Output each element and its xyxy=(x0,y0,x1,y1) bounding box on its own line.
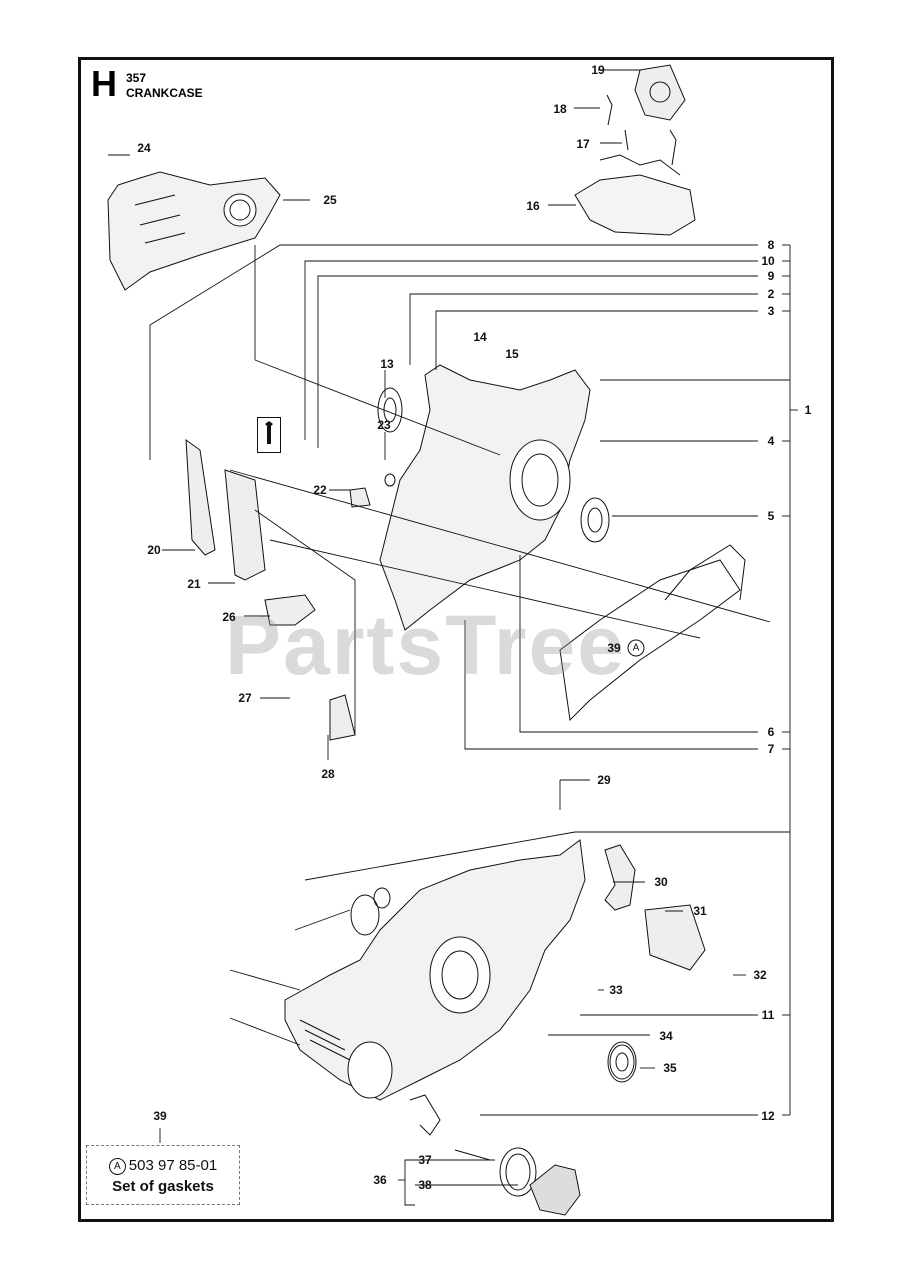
callout-38: 38 xyxy=(418,1178,432,1192)
callout-3: 3 xyxy=(767,304,775,318)
callout-5: 5 xyxy=(767,509,775,523)
callout-22: 22 xyxy=(313,483,327,497)
callout-23: 23 xyxy=(377,418,391,432)
callout-8: 8 xyxy=(767,238,775,252)
callout-10: 10 xyxy=(761,254,775,268)
callout-20: 20 xyxy=(147,543,161,557)
callout-15: 15 xyxy=(505,347,519,361)
callout-30: 30 xyxy=(654,875,668,889)
kit-marker-badge: A xyxy=(627,639,645,657)
callout-28: 28 xyxy=(321,767,335,781)
section-title: CRANKCASE xyxy=(126,86,203,100)
callout-9: 9 xyxy=(767,269,775,283)
part-oil-cap-sketch xyxy=(409,1094,581,1216)
callout-18: 18 xyxy=(553,102,567,116)
callout-14: 14 xyxy=(473,330,487,344)
gasket-kit-part-number: 503 97 85-01 xyxy=(128,1157,218,1174)
callout-7: 7 xyxy=(767,742,775,756)
callout-36: 36 xyxy=(373,1173,387,1187)
callout-27: 27 xyxy=(238,691,252,705)
callout-21: 21 xyxy=(187,577,201,591)
callout-24: 24 xyxy=(137,141,151,155)
callout-4: 4 xyxy=(767,434,775,448)
part-small-components-sketch xyxy=(264,473,706,1083)
part-crankcase-lower-sketch xyxy=(284,839,635,1101)
part-crankcase-upper-sketch xyxy=(377,364,610,631)
callout-26: 26 xyxy=(222,610,236,624)
callout-29: 29 xyxy=(597,773,611,787)
callout-13: 13 xyxy=(380,357,394,371)
part-cylinder-cover-sketch xyxy=(107,171,281,291)
section-letter: H xyxy=(91,63,117,104)
gasket-kit-description: Set of gaskets xyxy=(112,1178,214,1195)
diagram-frame xyxy=(78,57,834,1222)
callout-35: 35 xyxy=(663,1061,677,1075)
callout-34: 34 xyxy=(659,1029,673,1043)
callout-31: 31 xyxy=(693,904,707,918)
callout-17: 17 xyxy=(576,137,590,151)
callout-37: 37 xyxy=(418,1153,432,1167)
section-model: 357 xyxy=(126,71,147,85)
part-chain-guides-sketch xyxy=(185,438,266,581)
wrench-tool-icon xyxy=(257,417,281,453)
callout-19: 19 xyxy=(591,63,605,77)
callout-12: 12 xyxy=(761,1109,775,1123)
callout-11: 11 xyxy=(761,1008,775,1022)
callout-32: 32 xyxy=(753,968,767,982)
callout-6: 6 xyxy=(767,725,775,739)
callout-16: 16 xyxy=(526,199,540,213)
part-gaskets-sketch xyxy=(559,544,746,722)
kit-marker-icon: A xyxy=(108,1158,126,1175)
callout-1: 1 xyxy=(804,403,812,417)
watermark-text: PartsTree xyxy=(225,598,626,692)
callout-39-kit: 39 xyxy=(153,1109,167,1123)
callout-25: 25 xyxy=(323,193,337,207)
callout-33: 33 xyxy=(609,983,623,997)
callout-39-gasket: 39 xyxy=(607,641,621,655)
leader-lines xyxy=(108,69,798,1206)
callout-2: 2 xyxy=(767,287,775,301)
part-intake-holder-sketch xyxy=(574,64,696,236)
